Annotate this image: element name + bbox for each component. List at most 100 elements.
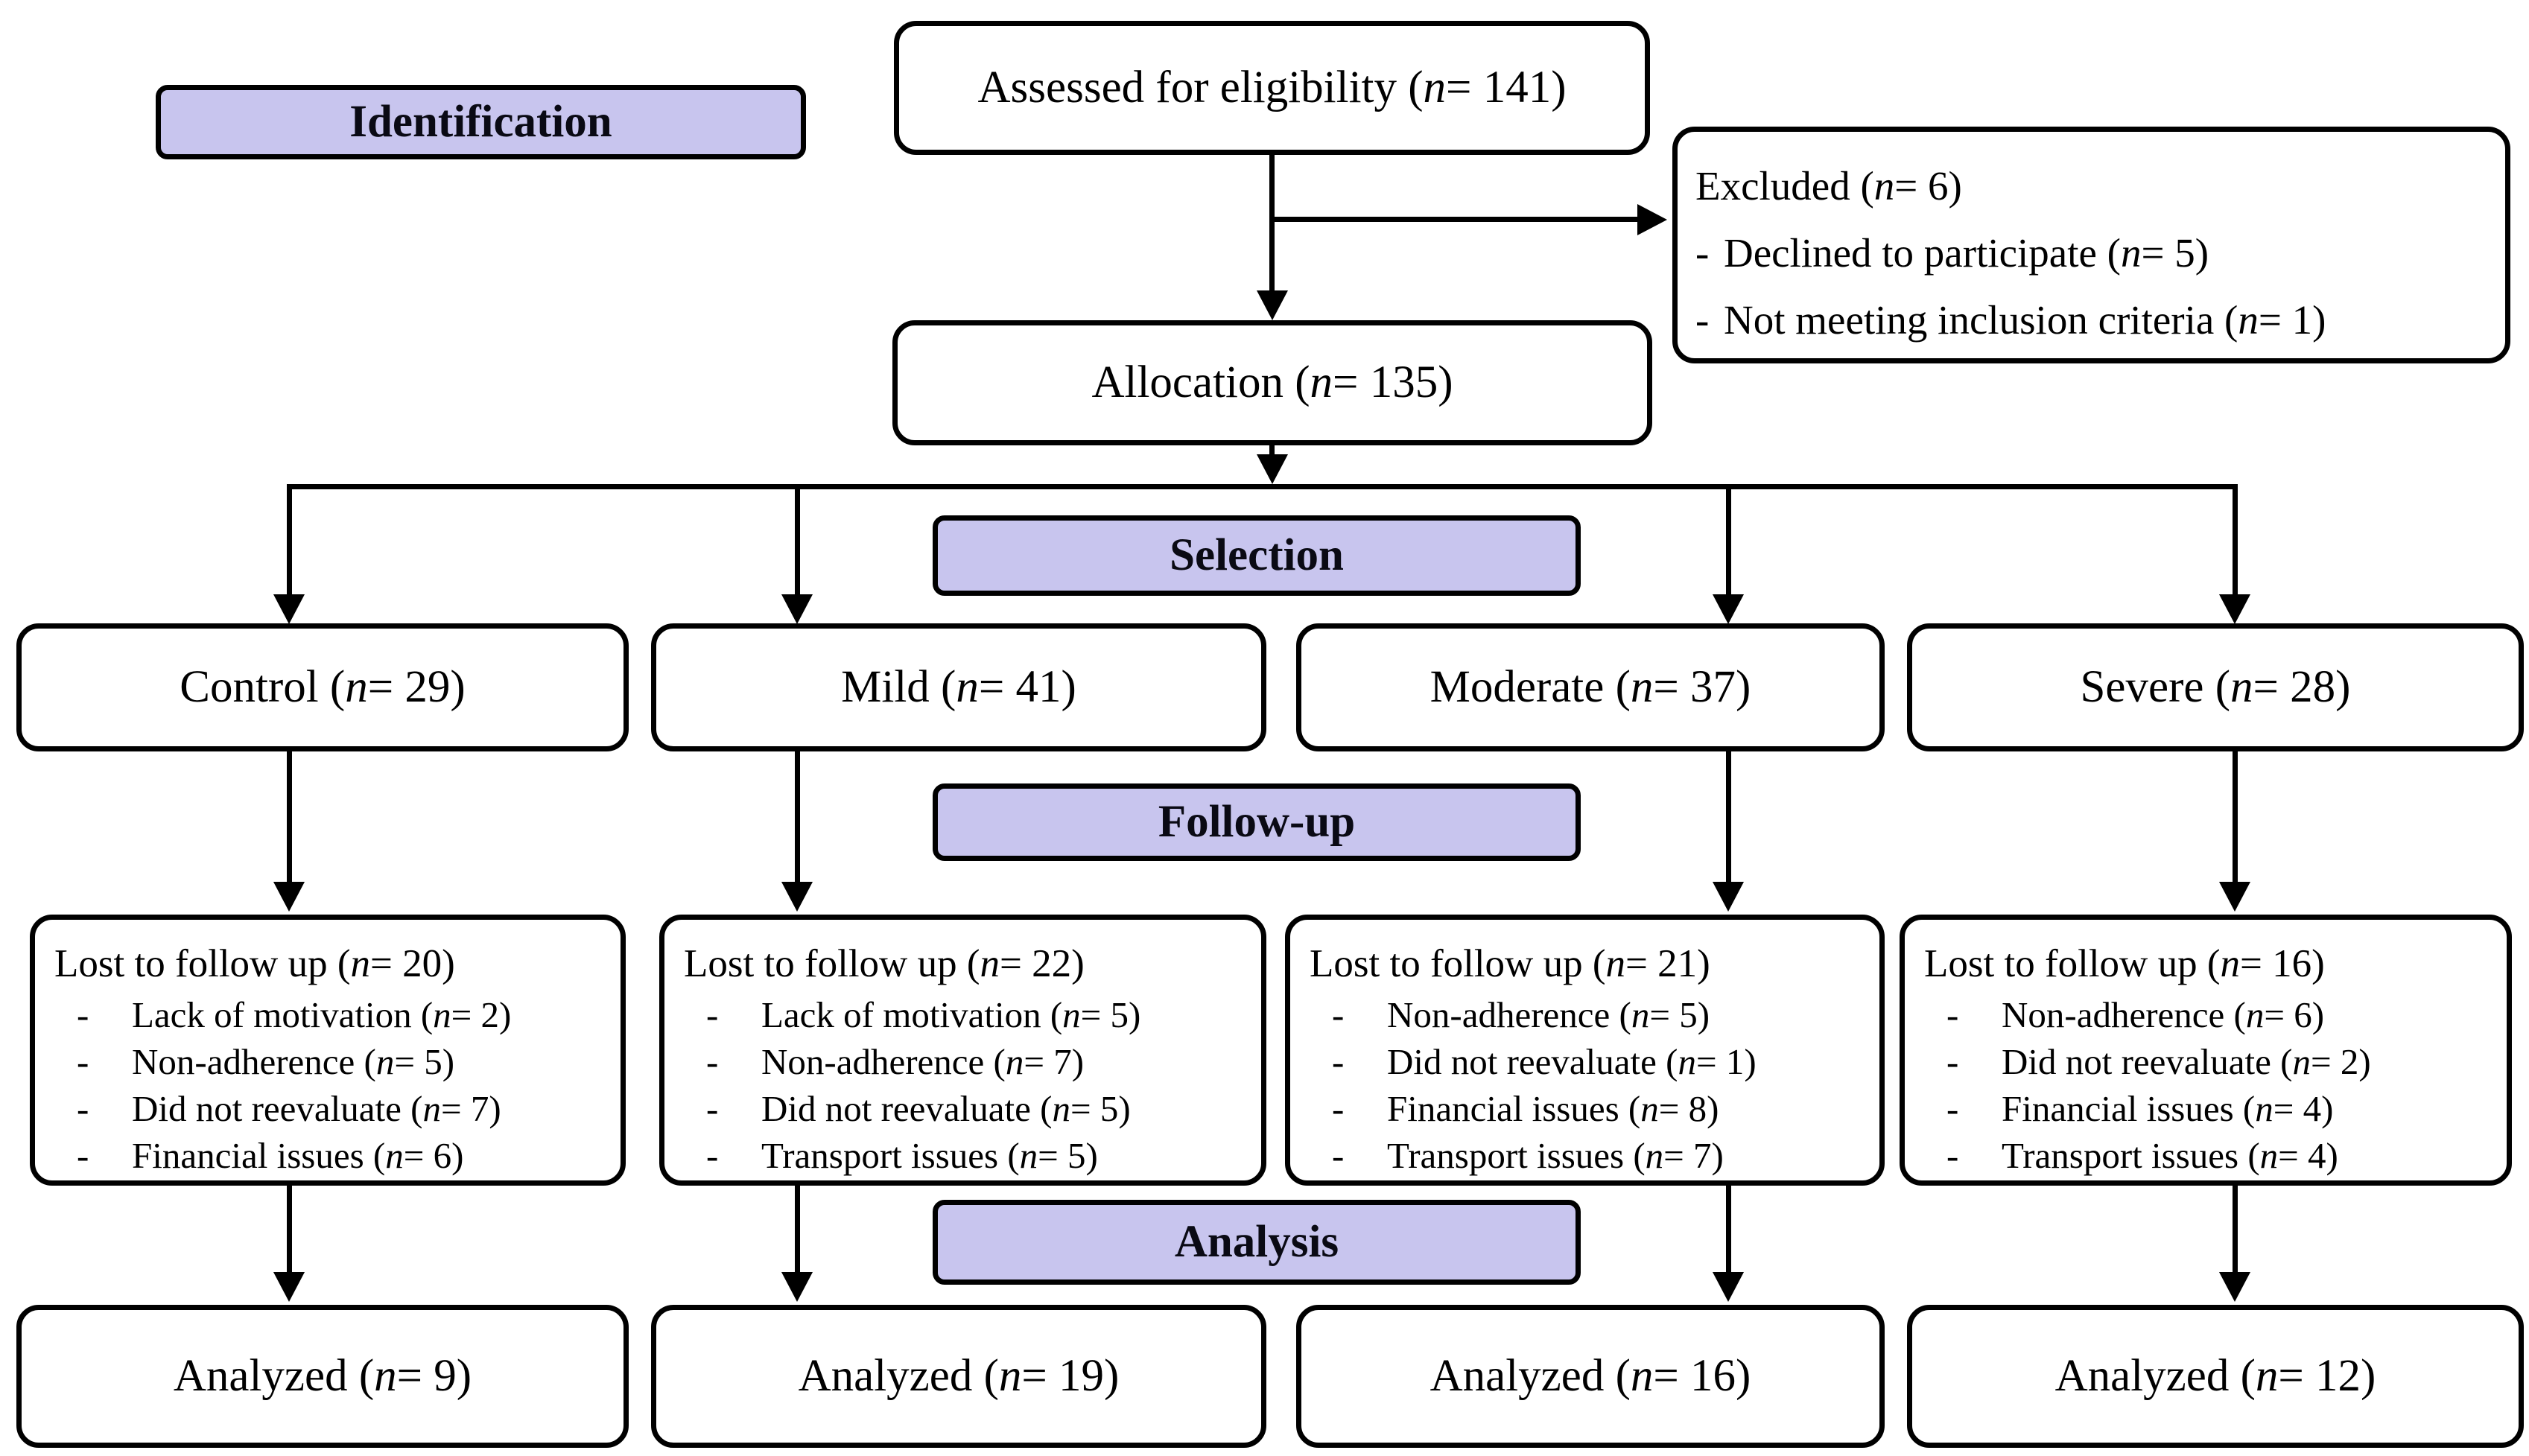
lost-box-title: Lost to follow up (n= 20) bbox=[54, 942, 455, 985]
selection-band-label: Selection bbox=[1170, 530, 1344, 580]
lost-reason-row: - Did not reevaluate (n= 2) bbox=[1924, 1038, 2492, 1085]
lost-reason-row: - Financial issues (n= 8) bbox=[1310, 1085, 1865, 1132]
connector-branch-to-excluded bbox=[1269, 217, 1639, 222]
connector-lost-to-analyzed-mild bbox=[795, 1186, 800, 1274]
connector-moderate-to-lost bbox=[1726, 751, 1731, 884]
arrowhead-down-icon bbox=[781, 882, 813, 912]
group-box-moderate: Moderate (n= 37) bbox=[1296, 623, 1885, 751]
arrowhead-down-icon bbox=[2219, 594, 2250, 624]
arrowhead-down-icon bbox=[1257, 454, 1288, 484]
identification-band-label: Identification bbox=[349, 97, 612, 147]
list-dash: - bbox=[706, 1088, 719, 1129]
group-box-control: Control (n= 29) bbox=[16, 623, 629, 751]
lost-reason: Financial issues (n= 4) bbox=[2002, 1088, 2334, 1129]
lost-reason-row: - Non-adherence (n= 6) bbox=[1924, 991, 2492, 1038]
followup-band-label: Follow-up bbox=[1158, 797, 1356, 847]
arrowhead-down-icon bbox=[273, 882, 305, 912]
connector-severe-to-lost bbox=[2233, 751, 2238, 884]
list-dash: - bbox=[706, 1135, 719, 1176]
analyzed-box-mild: Analyzed (n= 19) bbox=[651, 1305, 1266, 1448]
lost-reason: Lack of motivation (n= 2) bbox=[132, 994, 512, 1035]
lost-reason: Transport issues (n= 7) bbox=[1387, 1135, 1724, 1176]
lost-box-moderate: Lost to follow up (n= 21) - Non-adherenc… bbox=[1285, 915, 1885, 1186]
connector-mild-to-lost bbox=[795, 751, 800, 884]
assessed-box-label: Assessed for eligibility (n= 141) bbox=[977, 62, 1567, 112]
lost-reason-row: - Non-adherence (n= 5) bbox=[1310, 991, 1865, 1038]
lost-reason: Did not reevaluate (n= 7) bbox=[132, 1088, 501, 1129]
excluded-reason: Declined to participate (n= 5) bbox=[1724, 230, 2209, 276]
lost-reason: Non-adherence (n= 5) bbox=[132, 1041, 455, 1082]
list-dash: - bbox=[1946, 1041, 1959, 1082]
connector-split-to-severe bbox=[2233, 484, 2238, 597]
identification-band: Identification bbox=[156, 85, 806, 159]
analyzed-box-mild-label: Analyzed (n= 19) bbox=[798, 1350, 1120, 1401]
list-dash: - bbox=[1332, 1135, 1345, 1176]
arrowhead-down-icon bbox=[273, 594, 305, 624]
excluded-reason-row: - Declined to participate (n= 5) bbox=[1695, 220, 2493, 287]
group-box-moderate-label: Moderate (n= 37) bbox=[1429, 661, 1751, 712]
excluded-reason: Not meeting inclusion criteria (n= 1) bbox=[1724, 297, 2326, 343]
group-box-severe: Severe (n= 28) bbox=[1907, 623, 2524, 751]
arrowhead-down-icon bbox=[1713, 1272, 1744, 1302]
connector-lost-to-analyzed-moderate bbox=[1726, 1186, 1731, 1274]
group-box-control-label: Control (n= 29) bbox=[180, 661, 466, 712]
lost-reason: Non-adherence (n= 7) bbox=[761, 1041, 1085, 1082]
list-dash: - bbox=[1946, 1135, 1959, 1176]
analysis-band-label: Analysis bbox=[1174, 1217, 1339, 1267]
lost-reason-row: - Financial issues (n= 4) bbox=[1924, 1085, 2492, 1132]
list-dash: - bbox=[1332, 1088, 1345, 1129]
group-box-severe-label: Severe (n= 28) bbox=[2080, 661, 2351, 712]
arrowhead-down-icon bbox=[2219, 882, 2250, 912]
list-dash: - bbox=[706, 1041, 719, 1082]
connector-control-to-lost bbox=[287, 751, 292, 884]
arrowhead-down-icon bbox=[273, 1272, 305, 1302]
connector-split-to-moderate bbox=[1726, 484, 1731, 597]
lost-reason-row: - Lack of motivation (n= 5) bbox=[684, 991, 1246, 1038]
lost-box-title: Lost to follow up (n= 16) bbox=[1924, 942, 2325, 985]
connector-lost-to-analyzed-control bbox=[287, 1186, 292, 1274]
lost-reason-row: - Non-adherence (n= 5) bbox=[54, 1038, 606, 1085]
lost-reason: Transport issues (n= 5) bbox=[761, 1135, 1098, 1176]
analyzed-box-moderate-label: Analyzed (n= 16) bbox=[1429, 1350, 1751, 1401]
lost-box-title: Lost to follow up (n= 21) bbox=[1310, 942, 1710, 985]
lost-reason-row: - Did not reevaluate (n= 1) bbox=[1310, 1038, 1865, 1085]
connector-assessed-to-allocation bbox=[1269, 155, 1275, 293]
list-dash: - bbox=[1695, 230, 1710, 276]
list-dash: - bbox=[1332, 1041, 1345, 1082]
arrowhead-down-icon bbox=[1713, 882, 1744, 912]
lost-reason: Non-adherence (n= 5) bbox=[1387, 994, 1710, 1035]
list-dash: - bbox=[706, 994, 719, 1035]
split-line bbox=[289, 484, 2238, 489]
list-dash: - bbox=[1946, 1088, 1959, 1129]
excluded-title: Excluded (n= 6) bbox=[1695, 163, 1962, 209]
lost-reason: Did not reevaluate (n= 1) bbox=[1387, 1041, 1757, 1082]
followup-band: Follow-up bbox=[933, 783, 1581, 861]
allocation-box: Allocation (n= 135) bbox=[892, 320, 1652, 445]
lost-box-severe: Lost to follow up (n= 16) - Non-adherenc… bbox=[1900, 915, 2512, 1186]
lost-reason-row: - Transport issues (n= 7) bbox=[1310, 1132, 1865, 1179]
connector-split-to-mild bbox=[795, 484, 800, 597]
lost-reason: Did not reevaluate (n= 5) bbox=[761, 1088, 1131, 1129]
assessed-box: Assessed for eligibility (n= 141) bbox=[894, 21, 1650, 155]
lost-reason: Transport issues (n= 4) bbox=[2002, 1135, 2338, 1176]
lost-reason-row: - Did not reevaluate (n= 5) bbox=[684, 1085, 1246, 1132]
list-dash: - bbox=[77, 994, 89, 1035]
lost-reason: Financial issues (n= 6) bbox=[132, 1135, 464, 1176]
group-box-mild: Mild (n= 41) bbox=[651, 623, 1266, 751]
list-dash: - bbox=[1332, 994, 1345, 1035]
lost-box-mild: Lost to follow up (n= 22) - Lack of moti… bbox=[659, 915, 1266, 1186]
lost-box-control: Lost to follow up (n= 20) - Lack of moti… bbox=[30, 915, 626, 1186]
lost-reason: Did not reevaluate (n= 2) bbox=[2002, 1041, 2371, 1082]
lost-reason: Financial issues (n= 8) bbox=[1387, 1088, 1719, 1129]
lost-reason: Lack of motivation (n= 5) bbox=[761, 994, 1141, 1035]
arrowhead-down-icon bbox=[1713, 594, 1744, 624]
selection-band: Selection bbox=[933, 515, 1581, 596]
analyzed-box-control-label: Analyzed (n= 9) bbox=[173, 1350, 472, 1401]
arrowhead-down-icon bbox=[2219, 1272, 2250, 1302]
arrowhead-right-icon bbox=[1637, 204, 1667, 235]
lost-reason-row: - Transport issues (n= 5) bbox=[684, 1132, 1246, 1179]
group-box-mild-label: Mild (n= 41) bbox=[841, 661, 1076, 712]
arrowhead-down-icon bbox=[781, 1272, 813, 1302]
arrowhead-down-icon bbox=[781, 594, 813, 624]
